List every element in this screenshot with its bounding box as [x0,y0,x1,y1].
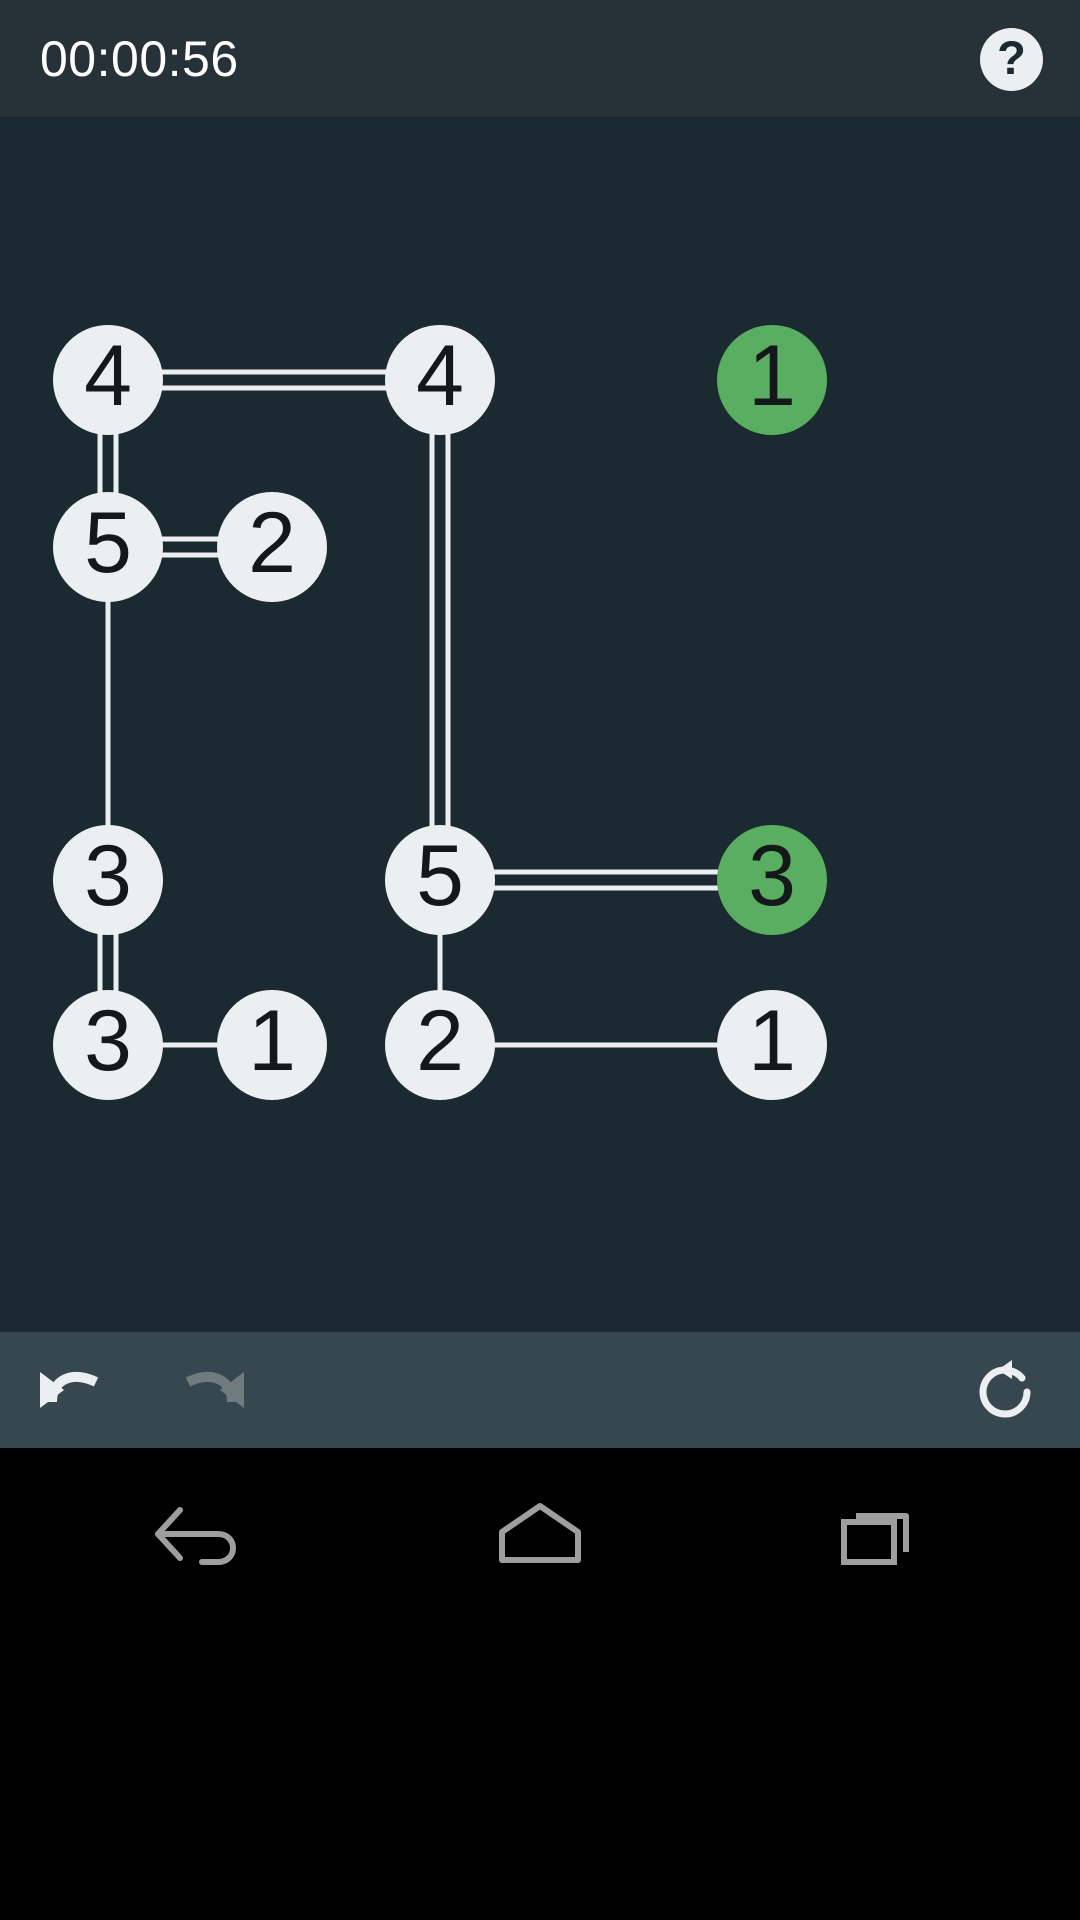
island-value: 1 [748,993,796,1089]
island-value: 2 [248,495,296,591]
restart-circle-icon [979,1360,1031,1418]
island-node[interactable]: 1 [217,990,327,1100]
island-node[interactable]: 1 [717,990,827,1100]
android-navigation-bar [0,1448,1080,1920]
island-value: 2 [416,993,464,1089]
island-node[interactable]: 4 [385,325,495,435]
game-toolbar [0,1332,1080,1448]
island-node[interactable]: 3 [53,990,163,1100]
recents-icon [841,1513,909,1565]
island-node[interactable]: 2 [217,492,327,602]
island-value: 1 [748,328,796,424]
island-value: 3 [84,993,132,1089]
island-node[interactable]: 5 [385,825,495,935]
game-timer: 00:00:56 [40,31,239,87]
home-icon [499,1503,581,1563]
island-value: 5 [416,828,464,924]
island-node[interactable]: 4 [53,325,163,435]
redo-arrow-icon [185,1371,244,1408]
island-value: 4 [84,328,132,424]
nav-home-button[interactable] [480,1488,600,1584]
island-node[interactable]: 3 [717,825,827,935]
island-node[interactable]: 2 [385,990,495,1100]
island-value: 3 [84,828,132,924]
bridges-layer [97,369,721,1048]
island-value: 5 [84,495,132,591]
header-bar: 00:00:56 ? [0,0,1080,118]
help-question-icon[interactable]: ? [980,28,1043,91]
help-icon-glyph: ? [997,31,1026,84]
nav-back-button[interactable] [140,1488,260,1584]
back-arrow-icon [155,1507,236,1565]
restart-button[interactable] [962,1356,1048,1426]
header-divider [0,117,1080,119]
undo-arrow-icon [40,1371,99,1408]
nav-recents-button[interactable] [820,1488,940,1584]
island-node[interactable]: 1 [717,325,827,435]
undo-button[interactable] [26,1356,112,1426]
island-value: 3 [748,828,796,924]
island-node[interactable]: 5 [53,492,163,602]
redo-button[interactable] [172,1356,258,1426]
island-value: 1 [248,993,296,1089]
puzzle-board[interactable]: 4 4 1 5 2 3 5 3 3 1 2 1 [0,119,1080,1332]
island-node[interactable]: 3 [53,825,163,935]
island-value: 4 [416,328,464,424]
